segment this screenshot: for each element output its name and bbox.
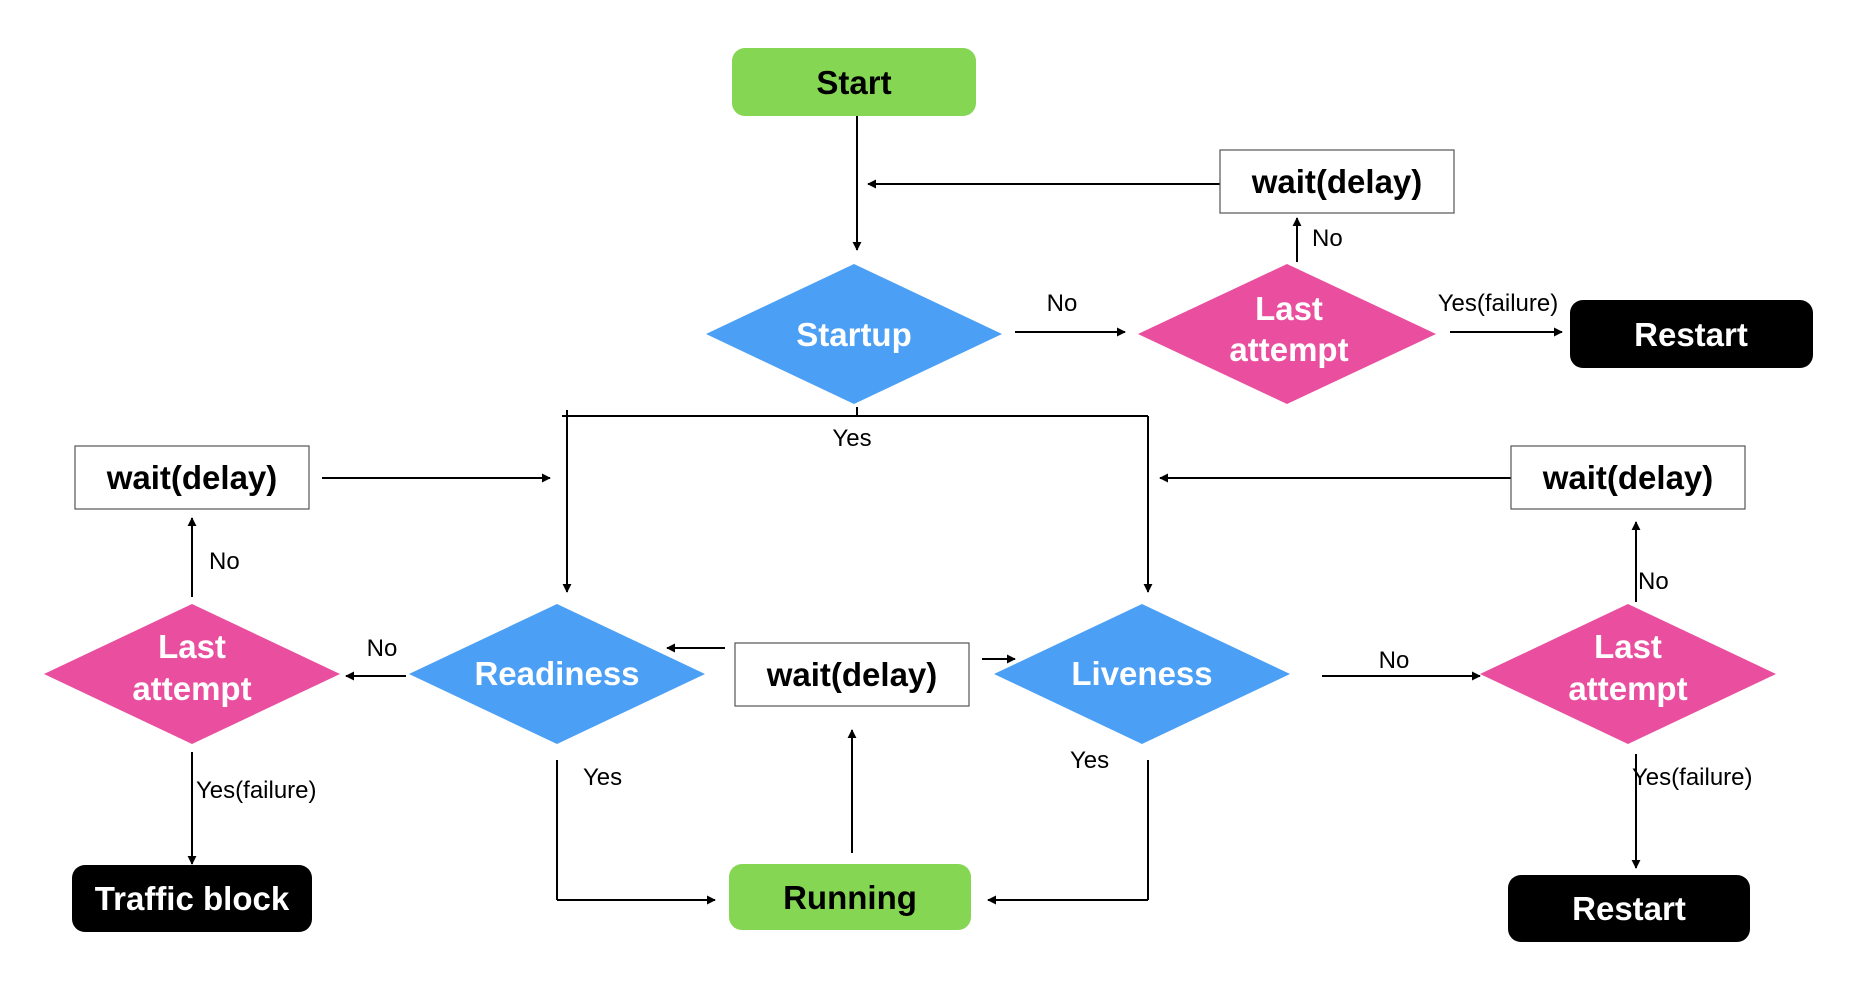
- running-node-shape: [729, 864, 971, 930]
- start-node-shape: [732, 48, 976, 116]
- right-no-label: No: [1638, 568, 1669, 595]
- readiness-no-label: No: [367, 635, 398, 662]
- readiness-yes-label: Yes: [583, 764, 622, 791]
- liveness-node-label: Liveness: [1071, 655, 1212, 692]
- connectors: [187, 116, 1641, 905]
- last-attempt-left-label-line2: attempt: [132, 670, 251, 707]
- last-attempt-top-label-line1: Last: [1255, 290, 1323, 327]
- last-attempt-right-label-line1: Last: [1594, 628, 1662, 665]
- readiness-node: Readiness: [409, 604, 705, 744]
- last-attempt-left-node: Last attempt: [44, 604, 340, 744]
- last-attempt-right-label-line2: attempt: [1568, 670, 1687, 707]
- running-node: Running: [729, 864, 971, 930]
- startup-no-label: No: [1047, 290, 1078, 317]
- traffic-block-node-shape: [72, 865, 312, 932]
- restart-bottom-node: Restart: [1508, 875, 1750, 942]
- traffic-block-node-label: Traffic block: [95, 880, 290, 917]
- traffic-block-node: Traffic block: [72, 865, 312, 932]
- liveness-node: Liveness: [994, 604, 1290, 744]
- liveness-yes-label: Yes: [1070, 747, 1109, 774]
- wait-right-node-shape: [1510, 445, 1746, 510]
- startup-node-label: Startup: [796, 316, 912, 353]
- wait-top-node-label: wait(delay): [1251, 163, 1423, 200]
- right-yes-label: Yes(failure): [1632, 764, 1753, 791]
- last-top-yes-label: Yes(failure): [1438, 290, 1559, 317]
- last-attempt-right-node-shape: [1480, 604, 1776, 744]
- wait-center-node-label: wait(delay): [766, 656, 938, 693]
- restart-top-node-shape: [1570, 300, 1813, 368]
- last-attempt-left-label-line1: Last: [158, 628, 226, 665]
- start-node: Start: [732, 48, 976, 116]
- wait-left-node: wait(delay): [74, 445, 310, 510]
- restart-bottom-node-label: Restart: [1572, 890, 1686, 927]
- startup-node: Startup: [706, 264, 1002, 404]
- last-attempt-top-label-line2: attempt: [1229, 331, 1348, 368]
- wait-top-node-shape: [1219, 149, 1455, 214]
- readiness-node-shape: [409, 604, 705, 744]
- wait-right-node: wait(delay): [1510, 445, 1746, 510]
- wait-right-node-label: wait(delay): [1542, 459, 1714, 496]
- left-no-label: No: [209, 548, 240, 575]
- last-attempt-right-node: Last attempt: [1480, 604, 1776, 744]
- last-attempt-left-node-shape: [44, 604, 340, 744]
- readiness-node-label: Readiness: [474, 655, 639, 692]
- liveness-node-shape: [994, 604, 1290, 744]
- last-attempt-top-node: Last attempt: [1138, 264, 1436, 404]
- restart-bottom-node-shape: [1508, 875, 1750, 942]
- wait-center-node: wait(delay): [734, 642, 970, 707]
- wait-left-node-shape: [74, 445, 310, 510]
- restart-top-node-label: Restart: [1634, 316, 1748, 353]
- last-top-no-label: No: [1312, 225, 1343, 252]
- wait-left-node-label: wait(delay): [106, 459, 278, 496]
- startup-yes-label: Yes: [832, 425, 871, 452]
- startup-node-shape: [706, 264, 1002, 404]
- start-node-label: Start: [816, 64, 891, 101]
- left-yes-label: Yes(failure): [196, 777, 317, 804]
- restart-top-node: Restart: [1570, 300, 1813, 368]
- wait-top-node: wait(delay): [1219, 149, 1455, 214]
- edge-labels: No No Yes(failure) Yes No No Yes(failure…: [196, 225, 1753, 804]
- last-attempt-top-node-shape: [1138, 264, 1436, 404]
- wait-center-node-shape: [734, 642, 970, 707]
- liveness-no-label: No: [1379, 647, 1410, 674]
- running-node-label: Running: [783, 879, 917, 916]
